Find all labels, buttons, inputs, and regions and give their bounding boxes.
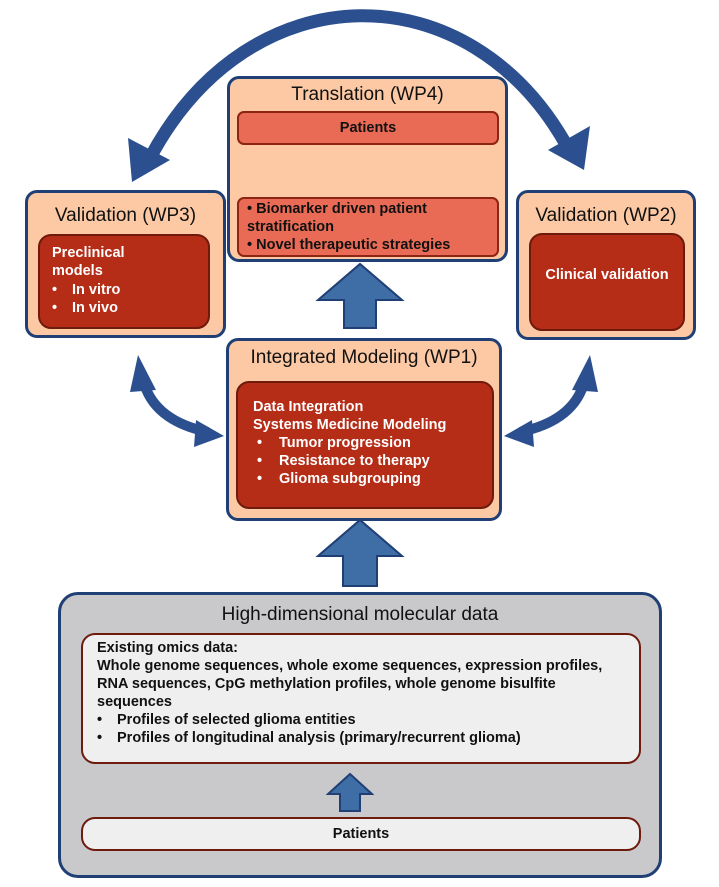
up-arrow-data-to-wp1	[315, 518, 405, 587]
molecular-data-box: High-dimensional molecular data Existing…	[58, 592, 662, 878]
up-arrow-wp1-to-wp4	[315, 262, 405, 329]
wp1-bullet: •Tumor progression	[257, 435, 411, 451]
wp3-bullet: •In vitro	[52, 282, 121, 298]
omics-data-box: Existing omics data: Whole genome sequen…	[81, 633, 641, 764]
right-double-arrowhead-up	[572, 355, 598, 392]
wp1-bullet: •Glioma subgrouping	[257, 471, 421, 487]
wp1-line1: Data Integration	[253, 399, 364, 415]
left-double-arrowhead-up	[130, 355, 156, 392]
wp3-title: Validation (WP3)	[54, 205, 197, 226]
wp4-strategies-box: • Biomarker driven patient stratificatio…	[237, 197, 499, 257]
wp1-box: Integrated Modeling (WP1) Data Integrati…	[226, 338, 502, 521]
omics-bullet: •Profiles of longitudinal analysis (prim…	[97, 730, 521, 746]
wp3-preclinical-box: Preclinical models •In vitro •In vivo	[38, 234, 210, 329]
up-arrow-patients-to-omics	[326, 772, 374, 812]
top-arc-arrowhead-left	[128, 138, 170, 182]
wp1-line2: Systems Medicine Modeling	[253, 417, 447, 433]
wp1-bullet: •Resistance to therapy	[257, 453, 430, 469]
wp4-bullet: • Biomarker driven patient stratificatio…	[247, 201, 427, 235]
wp4-patients-label: Patients	[339, 120, 397, 136]
wp1-modeling-box: Data Integration Systems Medicine Modeli…	[236, 381, 494, 509]
omics-description: Whole genome sequences, whole exome sequ…	[97, 658, 603, 710]
right-double-arrowhead-left	[504, 420, 534, 447]
wp4-bullet: • Novel therapeutic strategies	[247, 237, 451, 253]
patients-data-label: Patients	[332, 826, 390, 842]
omics-bullet: •Profiles of selected glioma entities	[97, 712, 356, 728]
molecular-data-title: High-dimensional molecular data	[221, 604, 499, 625]
wp3-box: Validation (WP3) Preclinical models •In …	[25, 190, 226, 338]
wp3-bullet: •In vivo	[52, 300, 118, 316]
top-arc-arrow	[143, 9, 575, 165]
wp2-box: Validation (WP2) Clinical validation	[516, 190, 696, 340]
patients-data-box: Patients	[81, 817, 641, 851]
wp4-box: Translation (WP4) Patients • Biomarker d…	[227, 76, 508, 262]
wp4-title: Translation (WP4)	[291, 84, 444, 105]
top-arc-arrowhead-right	[548, 126, 590, 170]
wp4-patients-box: Patients	[237, 111, 499, 145]
wp3-heading: Preclinical models	[52, 245, 125, 279]
omics-heading: Existing omics data:	[97, 640, 239, 656]
left-double-arrowhead-right	[194, 420, 224, 447]
wp2-clinical-label: Clinical validation	[545, 267, 669, 283]
wp1-title: Integrated Modeling (WP1)	[250, 347, 478, 368]
wp2-clinical-box: Clinical validation	[529, 233, 685, 331]
wp2-title: Validation (WP2)	[535, 205, 677, 226]
